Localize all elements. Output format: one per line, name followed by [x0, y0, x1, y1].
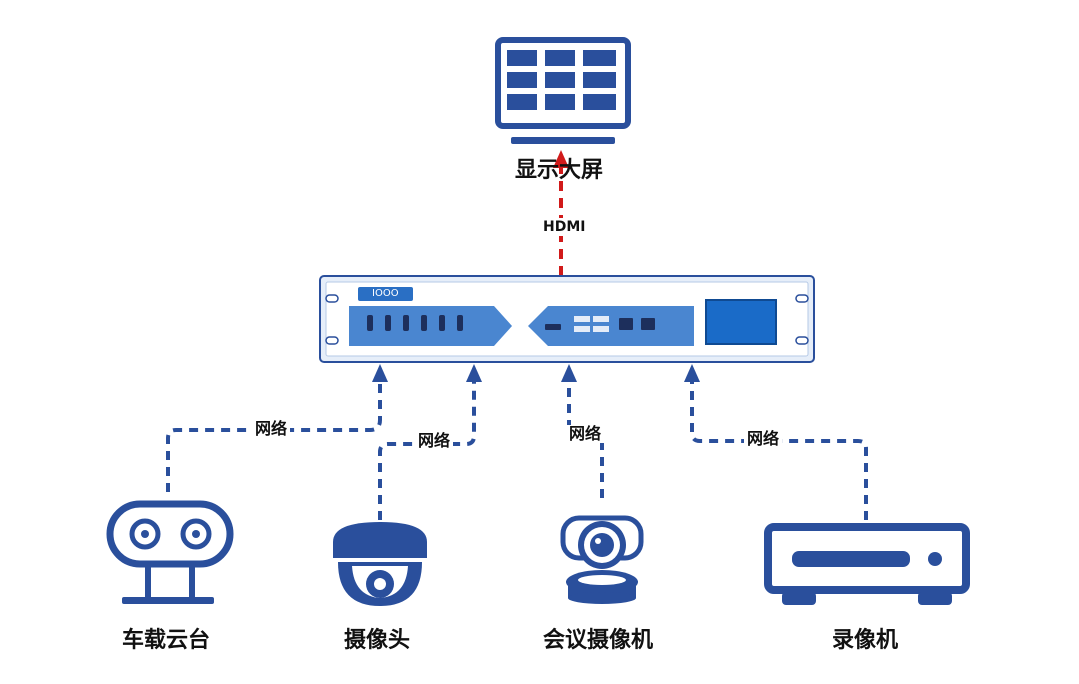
network-label: 网络 [744, 430, 783, 448]
hdmi-label: HDMI [540, 218, 589, 236]
network-label: 网络 [252, 420, 291, 438]
lan-ports [619, 318, 655, 330]
rack-device [319, 275, 815, 363]
device-screen [705, 299, 777, 345]
network-label: 网络 [415, 432, 454, 450]
source-label-vehicle-gimbal: 车载云台 [122, 628, 211, 653]
recorder-icon [764, 523, 970, 605]
network-label: 网络 [566, 425, 605, 443]
input-ports [367, 315, 463, 331]
io-port-panel [528, 306, 694, 346]
network-arrows [372, 364, 700, 382]
monitor-icon [495, 37, 631, 144]
usb-ports [574, 316, 609, 332]
arrow-icon [466, 364, 482, 382]
source-label-conference-camera: 会议摄像机 [543, 628, 654, 653]
dome-camera-icon [333, 522, 427, 606]
input-port-panel [349, 306, 512, 346]
device-tag: IOOO [372, 288, 399, 299]
arrow-icon [684, 364, 700, 382]
device-tag-plate [358, 287, 413, 301]
arrow-icon [372, 364, 388, 382]
ptz-camera-icon [560, 515, 644, 604]
arrow-icon [561, 364, 577, 382]
vehicle-gimbal-icon [106, 500, 234, 604]
display-label: 显示大屏 [515, 158, 604, 183]
source-label-recorder: 录像机 [832, 628, 899, 653]
network-links [166, 382, 868, 520]
source-label-camera: 摄像头 [344, 628, 411, 653]
